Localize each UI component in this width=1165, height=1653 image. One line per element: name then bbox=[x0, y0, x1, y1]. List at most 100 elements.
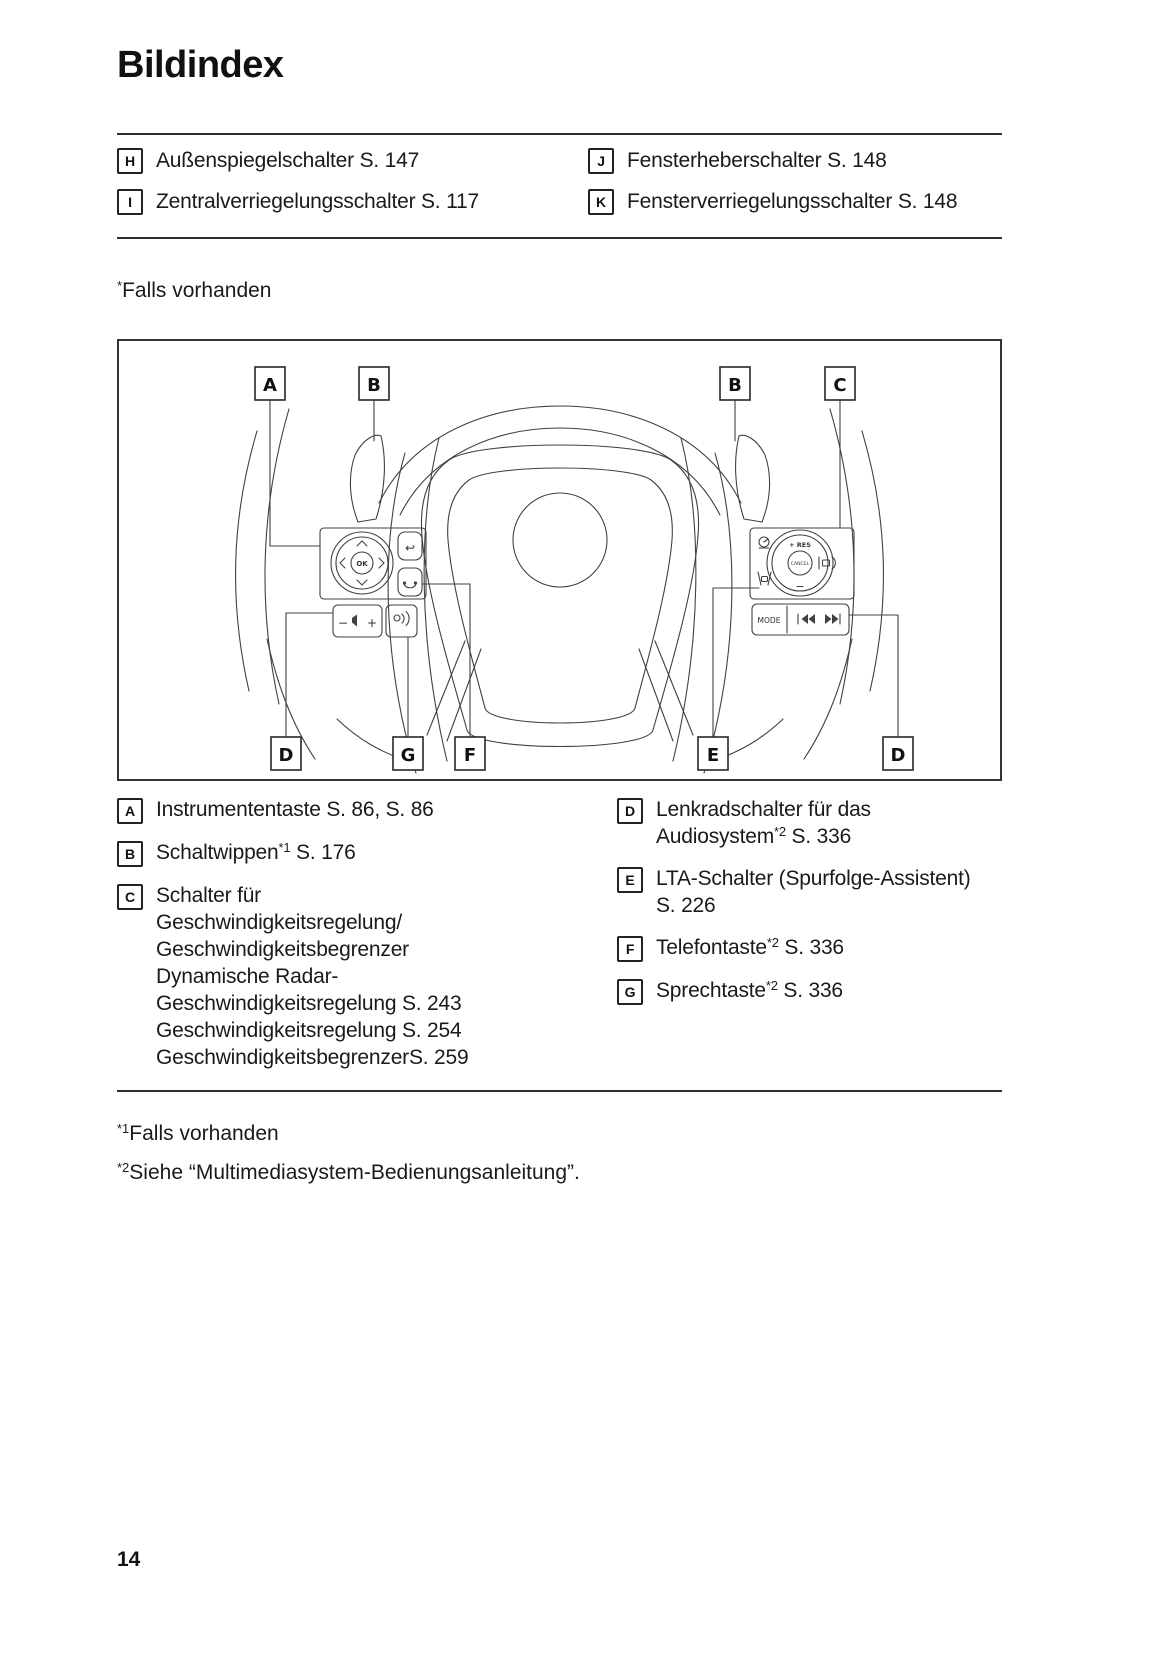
phone-icon bbox=[403, 583, 417, 589]
svg-text:B: B bbox=[367, 375, 381, 396]
svg-text:D: D bbox=[279, 745, 294, 766]
list-item-text: Fensterverriegelungsschalter S. 148 bbox=[627, 190, 958, 213]
callout-leader-lines bbox=[269, 399, 899, 738]
svg-text:F: F bbox=[464, 745, 476, 766]
footnote-marker: *2 bbox=[117, 1160, 130, 1175]
footnote-text: Siehe “Multimediasystem-Bedienungsanleit… bbox=[129, 1161, 580, 1184]
cruise-mode-icon bbox=[758, 536, 770, 549]
page-content: Bildindex H Außenspiegelschalter S. 147 … bbox=[117, 0, 1002, 1185]
callout-letter-I: I bbox=[117, 189, 143, 215]
steering-wheel-illustration: OK ↩ − + bbox=[235, 366, 914, 774]
speaker-icon bbox=[352, 614, 357, 627]
list-item: J Fensterheberschalter S. 148 bbox=[588, 148, 1002, 174]
callout-F: F bbox=[454, 736, 486, 771]
ok-button-label: OK bbox=[356, 560, 368, 568]
list-item: G Sprechtaste*2 S. 336 bbox=[617, 977, 1002, 1005]
footnote: *1Falls vorhanden bbox=[117, 1122, 1002, 1146]
svg-text:C: C bbox=[833, 375, 846, 396]
wheel-rim bbox=[235, 405, 884, 774]
list-item-text: Telefontaste*2 S. 336 bbox=[656, 935, 844, 959]
callout-D-right: D bbox=[882, 736, 914, 771]
callout-letter-K: K bbox=[588, 189, 614, 215]
airbag-pad bbox=[420, 444, 700, 747]
svg-text:E: E bbox=[707, 745, 719, 766]
svg-text:D: D bbox=[891, 745, 906, 766]
cruise-control-pad: + RES CANCEL − bbox=[766, 529, 834, 597]
volume-controls: − + bbox=[332, 604, 383, 638]
list-item: H Außenspiegelschalter S. 147 bbox=[117, 148, 588, 174]
figure-index-list: A Instrumententaste S. 86, S. 86 B Schal… bbox=[117, 796, 1002, 1086]
previous-track-icon bbox=[797, 613, 815, 625]
footnote-marker: *2 bbox=[766, 935, 779, 950]
list-item-text: Lenkradschalter für das Audiosystem*2 S.… bbox=[656, 798, 871, 848]
footnote-marker: * bbox=[117, 278, 123, 293]
availability-note: *Falls vorhanden bbox=[117, 279, 1002, 303]
divider bbox=[117, 133, 1002, 135]
page-title: Bildindex bbox=[117, 44, 284, 86]
footnote-text: Falls vorhanden bbox=[129, 1122, 279, 1145]
callout-E: E bbox=[697, 736, 729, 771]
talk-icon bbox=[393, 614, 401, 622]
callout-letter-F: F bbox=[617, 936, 643, 962]
list-item: A Instrumententaste S. 86, S. 86 bbox=[117, 796, 617, 824]
arrow-pad: OK bbox=[330, 531, 394, 595]
callout-D-left: D bbox=[270, 736, 302, 771]
index-column-right: D Lenkradschalter für das Audiosystem*2 … bbox=[617, 796, 1002, 1020]
list-item-text: LTA-Schalter (Spurfolge-Assistent) S. 22… bbox=[656, 867, 971, 917]
svg-text:A: A bbox=[263, 375, 277, 396]
callout-letter-D: D bbox=[617, 798, 643, 824]
footnote-marker: *1 bbox=[278, 840, 291, 855]
footnote-marker: *2 bbox=[765, 978, 778, 993]
chevron-up-icon bbox=[356, 540, 368, 547]
note-text: Falls vorhanden bbox=[122, 279, 272, 302]
phone-button bbox=[397, 567, 423, 597]
callout-letter-A: A bbox=[117, 798, 143, 824]
page-number: 14 bbox=[117, 1548, 141, 1571]
callout-letter-B: B bbox=[117, 841, 143, 867]
left-switch-cluster: OK ↩ − + bbox=[319, 527, 427, 638]
callout-letter-J: J bbox=[588, 148, 614, 174]
chevron-down-icon bbox=[356, 579, 368, 586]
callout-letter-E: E bbox=[617, 867, 643, 893]
footnote: *2Siehe “Multimediasystem-Bedienungsanle… bbox=[117, 1161, 1002, 1185]
callout-letter-C: C bbox=[117, 884, 143, 910]
cancel-button-label: CANCEL bbox=[791, 561, 810, 567]
vehicle-distance-icon bbox=[818, 556, 836, 570]
back-arrow-icon: ↩ bbox=[405, 541, 415, 555]
list-item: D Lenkradschalter für das Audiosystem*2 … bbox=[617, 796, 1002, 850]
list-item: I Zentralverriegelungsschalter S. 117 bbox=[117, 189, 588, 215]
callout-B-right: B bbox=[719, 366, 751, 401]
mode-button-label: MODE bbox=[758, 616, 781, 625]
callout-letter-H: H bbox=[117, 148, 143, 174]
list-item: F Telefontaste*2 S. 336 bbox=[617, 934, 1002, 962]
volume-plus-label: + bbox=[367, 616, 377, 630]
top-index-list: H Außenspiegelschalter S. 147 J Fensterh… bbox=[117, 148, 1002, 215]
callout-letter-G: G bbox=[617, 979, 643, 1005]
paddle-shifter-left bbox=[349, 434, 385, 523]
list-item: E LTA-Schalter (Spurfolge-Assistent) S. … bbox=[617, 865, 1002, 919]
list-item-text: Zentralverriegelungsschalter S. 117 bbox=[156, 190, 479, 213]
index-column-left: A Instrumententaste S. 86, S. 86 B Schal… bbox=[117, 796, 617, 1086]
divider bbox=[117, 237, 1002, 239]
divider bbox=[117, 1090, 1002, 1092]
back-button: ↩ bbox=[397, 531, 423, 561]
list-item: C Schalter für Geschwindigkeitsregelung/… bbox=[117, 882, 617, 1071]
chevron-right-icon bbox=[378, 557, 385, 569]
res-button-label: + RES bbox=[789, 541, 811, 549]
right-switch-cluster: + RES CANCEL − bbox=[749, 527, 855, 636]
list-item: K Fensterverriegelungsschalter S. 148 bbox=[588, 189, 1002, 215]
svg-text:G: G bbox=[401, 745, 416, 766]
chevron-left-icon bbox=[339, 557, 346, 569]
list-item-text: Fensterheberschalter S. 148 bbox=[627, 149, 887, 172]
list-item-text: Instrumententaste S. 86, S. 86 bbox=[156, 798, 434, 821]
list-item-text: Sprechtaste*2 S. 336 bbox=[656, 978, 843, 1002]
lane-assist-icon bbox=[757, 571, 772, 586]
volume-minus-label: − bbox=[338, 616, 348, 630]
callout-C: C bbox=[824, 366, 856, 401]
mode-track-row: MODE bbox=[751, 603, 850, 636]
list-item-text: Außenspiegelschalter S. 147 bbox=[156, 149, 420, 172]
steering-wheel-figure: OK ↩ − + bbox=[117, 339, 1002, 781]
list-item-text: Schalter für Geschwindigkeitsregelung/ G… bbox=[156, 884, 469, 1069]
voice-button bbox=[385, 604, 418, 638]
next-track-icon bbox=[825, 613, 841, 625]
